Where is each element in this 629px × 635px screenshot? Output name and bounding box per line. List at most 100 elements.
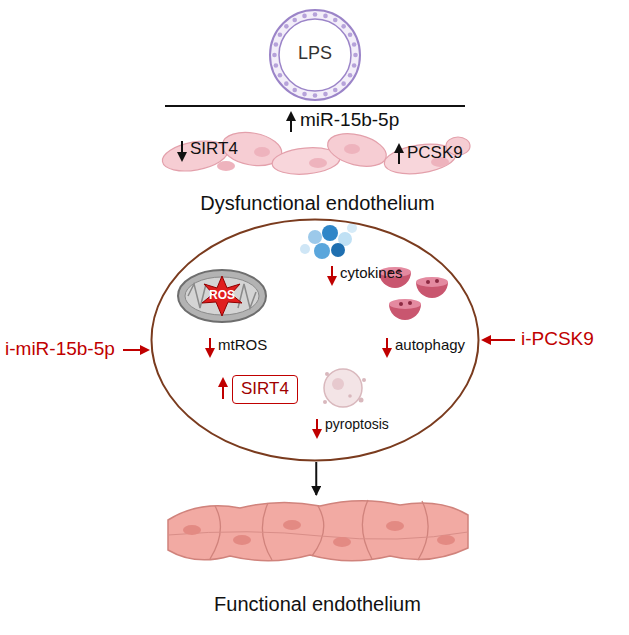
functional-cells-part: [233, 535, 251, 545]
cytokine-icon-part: [347, 223, 357, 233]
mitochondrion-icon: [178, 270, 266, 322]
functional-cells: [168, 500, 468, 561]
cytokine-icon-part: [331, 243, 345, 257]
mitochondrion-icon-part: [202, 276, 242, 316]
lps-dot: [302, 14, 307, 19]
change-arrows-part: [181, 141, 183, 160]
red-change-arrows-part: [316, 419, 318, 437]
inhibitor-label: i-PCSK9: [521, 329, 594, 350]
pyroptosis-icon-part: [362, 378, 366, 382]
inhibitor-label: i-miR-15b-5p: [5, 339, 115, 360]
protein-label: SIRT4: [190, 140, 238, 159]
mitochondrion-icon-part: [178, 270, 266, 322]
autophagy-icon-part: [389, 299, 421, 309]
protein-label: PCSK9: [407, 144, 463, 163]
functional-cells-part: [210, 500, 428, 560]
functional-cells-part: [283, 520, 301, 530]
pyroptosis-icon: [323, 369, 366, 407]
red-change-arrows: [210, 266, 387, 437]
dysfunctional-cells-part: [217, 161, 235, 171]
lps-dot: [272, 53, 277, 58]
lps-dot: [323, 92, 328, 97]
node-text: Functional endothelium: [156, 593, 479, 615]
text-slot: LPS: [268, 44, 362, 64]
autophagy-icon-part: [399, 302, 403, 306]
cytokine-icon-part: [322, 225, 338, 241]
dysfunctional-cells: [160, 128, 470, 178]
lps-dot: [353, 53, 358, 58]
dysfunctional-cells-part: [344, 144, 360, 154]
lps-dot: [292, 88, 297, 93]
change-arrows-part: [290, 113, 292, 132]
membrane-line-part: [165, 105, 465, 107]
text-slot: ROS: [209, 289, 235, 302]
autophagy-icon-part: [435, 279, 439, 283]
autophagy-icon-part: [426, 280, 430, 284]
lps-dot: [284, 81, 289, 86]
autophagy-icon-part: [408, 301, 412, 305]
dysfunctional-cells-part: [324, 128, 389, 172]
node-text: LPS: [268, 44, 362, 64]
flow-arrow: [315, 462, 317, 495]
node-text: pyroptosis: [325, 417, 389, 432]
functional-cells-part: [333, 537, 351, 547]
text-slot: miR-15b-5p: [300, 110, 399, 131]
cytokine-icon-part: [308, 230, 322, 244]
lps-dot: [333, 18, 338, 23]
functional-cells-part: [168, 501, 468, 561]
lps-dot: [278, 32, 283, 37]
lps-dot: [278, 73, 283, 78]
lps-dot: [348, 73, 353, 78]
text-slot: PCSK9: [407, 144, 463, 163]
text-slot: i-miR-15b-5p: [5, 339, 115, 360]
node-text: cytokines: [340, 265, 403, 282]
text-slot: cytokines: [340, 265, 403, 282]
lps-dot: [341, 24, 346, 29]
pyroptosis-icon-part: [332, 378, 344, 390]
node-text: SIRT4: [241, 379, 289, 399]
cytokine-icon: [300, 223, 357, 259]
functional-cells-part: [183, 525, 201, 535]
pyroptosis-icon-part: [324, 369, 362, 407]
functional-cells-part: [437, 535, 455, 545]
functional-cells-part: [386, 521, 404, 531]
red-change-arrows-part: [331, 266, 333, 284]
lps-circle: LPS: [268, 8, 362, 102]
autophagy-icon-part: [416, 277, 448, 287]
effect-ellipse: cytokines mtROS autophagy pyroptosis SIRT4: [150, 218, 480, 462]
red-change-arrows-part: [209, 338, 211, 356]
cytokine-icon-part: [314, 243, 330, 259]
text-slot: SIRT4: [190, 140, 238, 159]
node-text: Dysfunctional endothelium: [156, 192, 479, 214]
text-slot: mtROS: [218, 337, 267, 354]
red-change-arrows-part: [222, 379, 224, 399]
cell-layer: Functional endothelium: [156, 495, 479, 620]
node-text: mtROS: [218, 337, 267, 354]
ros-label: ROS: [209, 289, 235, 302]
lps-dot: [292, 18, 297, 23]
dysfunctional-cells-part: [309, 158, 327, 168]
text-slot: i-PCSK9: [521, 329, 594, 350]
cell-layer: Dysfunctional endothelium: [156, 122, 479, 214]
text-slot: Functional endothelium: [156, 593, 479, 615]
lps-dot: [352, 63, 357, 68]
pyroptosis-icon-part: [323, 400, 327, 404]
lps-dot: [333, 88, 338, 93]
text-slot: Dysfunctional endothelium: [156, 192, 479, 214]
lps-dot: [323, 14, 328, 19]
mirna-label: miR-15b-5p: [300, 110, 399, 131]
dysfunctional-cells-part: [254, 147, 270, 157]
lps-dot: [284, 24, 289, 29]
lps-dot: [274, 63, 279, 68]
inhibitor-arrows-part: [123, 349, 148, 351]
membrane-line: [165, 106, 465, 107]
red-change-arrows-part: [386, 338, 388, 356]
pyroptosis-icon-part: [325, 372, 329, 376]
inhibitor-arrows-part: [483, 339, 515, 341]
lps-dot: [302, 92, 307, 97]
mitochondrion-icon-part: [185, 277, 259, 315]
process-box: SIRT4: [232, 375, 298, 404]
node-text: autophagy: [395, 337, 465, 354]
